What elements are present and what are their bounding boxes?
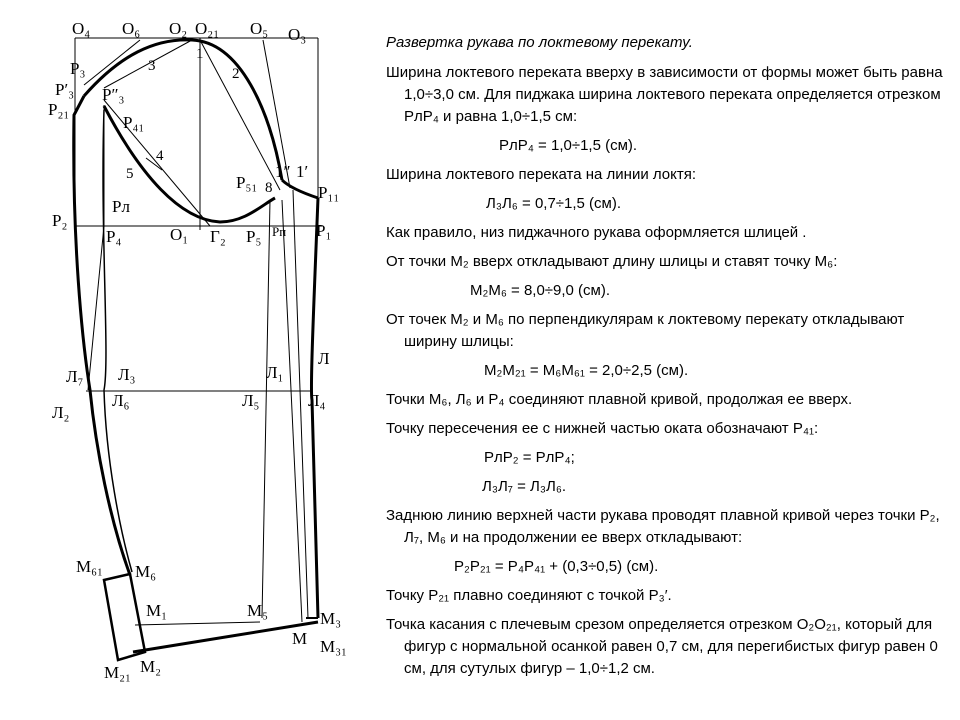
label-P11: P₁₁ <box>318 183 339 202</box>
label-L1: Л₁ <box>266 363 283 382</box>
label-O2: O₂ <box>169 19 187 38</box>
diag-o5 <box>262 39 291 189</box>
chord-4-5 <box>103 99 211 227</box>
label-5: 5 <box>126 166 134 182</box>
text-formula-2: Л₃Л₆ = 0,7÷1,5 (см). <box>486 195 622 212</box>
label-P4: P₄ <box>106 227 121 246</box>
p4-to-l <box>87 225 105 391</box>
text-formula-5: РлР₂ = РлР₄; <box>484 449 575 466</box>
text-formula-3: М₂М₆ = 8,0÷9,0 (см). <box>470 282 611 299</box>
chord-3 <box>103 39 193 89</box>
label-L4: Л₄ <box>308 391 326 410</box>
m1-line <box>134 621 261 626</box>
label-4: 4 <box>156 148 164 164</box>
cap-lower-curve <box>102 105 276 224</box>
label-O1: O₁ <box>170 225 188 244</box>
label-M1: M₁ <box>146 601 167 620</box>
label-M61: M₆₁ <box>76 557 103 576</box>
label-M5: M₅ <box>247 601 268 620</box>
label-2: 2 <box>232 66 240 82</box>
text-p8: Заднюю линию верхней части рукава провод… <box>386 507 940 546</box>
cap-front-curve <box>280 178 319 200</box>
label-1: 1 <box>196 46 204 62</box>
text-formula-7: Р₂Р₂₁ = Р₄Р₄₁ + (0,3÷0,5) (см). <box>454 558 659 575</box>
label-Pl: Pл <box>112 197 130 216</box>
label-M: M <box>292 629 307 648</box>
front-cut-line <box>292 189 309 619</box>
text-title: Развертка рукава по локтевому перекату. <box>386 34 693 51</box>
text-p4: От точки М₂ вверх откладывают длину шлиц… <box>386 253 838 270</box>
label-L5: Л₅ <box>242 391 260 410</box>
text-formula-4: М₂М₂₁ = М₆М₆₁ = 2,0÷2,5 (см). <box>484 362 689 379</box>
text-p9: Точку Р₂₁ плавно соединяют с точкой Р₃′. <box>386 587 672 604</box>
front-seam-line <box>309 197 320 619</box>
label-P3dprime: P″₃ <box>102 85 125 104</box>
chord-2 <box>199 39 281 191</box>
text-formula-1: РлР₄ = 1,0÷1,5 (см). <box>499 137 638 154</box>
label-L6: Л₆ <box>112 391 130 410</box>
label-L7: Л₇ <box>66 367 84 386</box>
label-M21: M₂₁ <box>104 663 131 682</box>
label-L: Л <box>318 349 330 368</box>
label-O21: O₂₁ <box>195 19 219 38</box>
label-O5: O₅ <box>250 19 268 38</box>
label-1dprime: 1″ <box>275 162 291 181</box>
text-p3: Как правило, низ пиджачного рукава оформ… <box>386 224 807 241</box>
label-L2: Л₂ <box>52 403 69 422</box>
label-Pp: Pп <box>272 224 286 239</box>
text-p2: Ширина локтевого переката на линии локтя… <box>386 166 697 183</box>
text-p6: Точки М₆, Л₆ и Р₄ соединяют плавной крив… <box>386 391 853 408</box>
label-1prime: 1′ <box>296 162 308 181</box>
description-text-panel: Развертка рукава по локтевому перекату. … <box>386 32 951 687</box>
label-O6: O₆ <box>122 19 140 38</box>
text-p7: Точку пересечения ее с нижней частью ока… <box>386 420 819 437</box>
label-P41: P₄₁ <box>123 113 144 132</box>
elbow-seam-line <box>102 109 133 573</box>
back-seam-line <box>72 95 132 576</box>
diag-o6 <box>83 39 141 86</box>
label-M6: M₆ <box>135 562 156 581</box>
vent-rectangle <box>102 572 147 662</box>
label-P2: P₂ <box>52 211 67 230</box>
text-p10: Точка касания с плечевым срезом определя… <box>386 616 938 677</box>
label-P21: P₂₁ <box>48 100 69 119</box>
hem-line <box>132 620 319 654</box>
label-L3: Л₃ <box>118 365 136 384</box>
label-P3prime: P′₃ <box>55 80 74 99</box>
label-P51: P₅₁ <box>236 173 257 192</box>
label-8: 8 <box>265 180 273 196</box>
text-p1: Ширина локтевого переката вверху в завис… <box>386 64 943 125</box>
label-G2: Г₂ <box>210 227 226 246</box>
label-O3: O₃ <box>288 25 306 44</box>
front-cut-inner <box>261 199 271 619</box>
text-p5: От точек М₂ и М₆ по перпендикулярам к ло… <box>386 311 905 350</box>
tick-4 <box>145 157 163 171</box>
label-P5: P₅ <box>246 227 261 246</box>
front-cut-mid <box>281 199 303 623</box>
label-M2: M₂ <box>140 657 161 676</box>
label-M3: M₃ <box>320 609 341 628</box>
label-P3: P₃ <box>70 59 85 78</box>
text-formula-6: Л₃Л₇ = Л₃Л₆. <box>482 478 567 495</box>
label-P1: P₁ <box>316 221 331 240</box>
label-O4: O₄ <box>72 19 90 38</box>
label-3: 3 <box>148 58 156 74</box>
sleeve-cap-curve <box>82 38 284 181</box>
label-M31: M₃₁ <box>320 637 347 656</box>
